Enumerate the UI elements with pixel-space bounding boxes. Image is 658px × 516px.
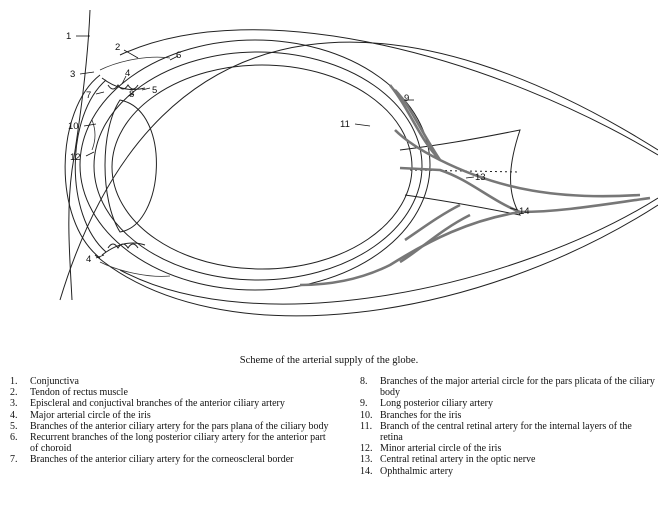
legend-text: Central retinal artery in the optic nerv… xyxy=(380,454,655,465)
legend-text: Conjunctiva xyxy=(30,376,335,387)
sclera-inner xyxy=(94,52,422,280)
legend-item: 14.Ophthalmic artery xyxy=(360,466,655,477)
callout-13: 13 xyxy=(475,172,486,183)
legend-item: 3.Episcleral and conjuctival branches of… xyxy=(10,398,335,409)
ophthalmic-artery xyxy=(520,198,650,212)
callout-14: 14 xyxy=(519,206,530,217)
callout-5: 5 xyxy=(152,85,157,96)
legend-item: 7.Branches of the anterior ciliary arter… xyxy=(10,454,335,465)
legend-number: 3. xyxy=(10,398,30,409)
legend-text: Recurrent branches of the long posterior… xyxy=(30,432,335,454)
callout-11: 11 xyxy=(340,119,350,130)
legend-item: 4.Major arterial circle of the iris xyxy=(10,410,335,421)
legend-text: Branch of the central retinal artery for… xyxy=(380,421,655,443)
leader-7 xyxy=(96,92,104,94)
legend-item: 2.Tendon of rectus muscle xyxy=(10,387,335,398)
eye-globe-illustration: 1 2 3 4 5 6 7 8 9 10 11 12 13 14 4 xyxy=(0,0,658,345)
legend-left-column: 1.Conjunctiva 2.Tendon of rectus muscle … xyxy=(10,376,335,466)
eye-arterial-diagram: 1 2 3 4 5 6 7 8 9 10 11 12 13 14 4 xyxy=(0,0,658,345)
legend-item: 8.Branches of the major arterial circle … xyxy=(360,376,655,398)
callout-7: 7 xyxy=(86,90,91,101)
legend-text: Long posterior ciliary artery xyxy=(380,398,655,409)
leader-13 xyxy=(466,177,474,178)
callout-9: 9 xyxy=(404,93,409,104)
leader-3 xyxy=(80,72,94,74)
leader-2 xyxy=(124,50,138,58)
legend-text: Branches of the anterior ciliary artery … xyxy=(30,421,335,432)
leader-11 xyxy=(355,124,370,126)
legend-text: Tendon of rectus muscle xyxy=(30,387,335,398)
callout-10: 10 xyxy=(68,121,79,132)
callout-4a: 4 xyxy=(125,68,130,79)
legend-number: 14. xyxy=(360,466,380,477)
legend-text: Branches for the iris xyxy=(380,410,655,421)
legend-number: 4. xyxy=(10,410,30,421)
orbit-inner-upper xyxy=(120,30,658,155)
orbit-inner-lower xyxy=(120,198,658,304)
legend-item: 9.Long posterior ciliary artery xyxy=(360,398,655,409)
callout-4b: 4 xyxy=(86,254,91,265)
legend-number: 12. xyxy=(360,443,380,454)
legend-item: 11.Branch of the central retinal artery … xyxy=(360,421,655,443)
legend-number: 1. xyxy=(10,376,30,387)
legend-text: Episcleral and conjuctival branches of t… xyxy=(30,398,335,409)
retinal-branch-lower xyxy=(400,205,470,262)
legend-text: Branches of the anterior ciliary artery … xyxy=(30,454,335,465)
legend-number: 6. xyxy=(10,432,30,454)
lens xyxy=(105,100,156,232)
legend-number: 8. xyxy=(360,376,380,398)
callout-1: 1 xyxy=(66,31,71,42)
legend-number: 10. xyxy=(360,410,380,421)
callout-2: 2 xyxy=(115,42,120,53)
legend-text: Branches of the major arterial circle fo… xyxy=(380,376,655,398)
callout-6: 6 xyxy=(176,50,181,61)
ciliary-body-lower xyxy=(102,243,145,255)
legend-text: Ophthalmic artery xyxy=(380,466,655,477)
legend-text: Major arterial circle of the iris xyxy=(30,410,335,421)
callout-12: 12 xyxy=(70,152,81,163)
legend-text: Minor arterial circle of the iris xyxy=(380,443,655,454)
callout-8: 8 xyxy=(129,89,134,100)
legend-item: 12.Minor arterial circle of the iris xyxy=(360,443,655,454)
legend-item: 10.Branches for the iris xyxy=(360,410,655,421)
legend-number: 11. xyxy=(360,421,380,443)
legend-right-column: 8.Branches of the major arterial circle … xyxy=(360,376,655,477)
legend-number: 5. xyxy=(10,421,30,432)
legend-number: 7. xyxy=(10,454,30,465)
figure-caption: Scheme of the arterial supply of the glo… xyxy=(0,355,658,366)
orbit-lower-outline xyxy=(95,205,658,316)
sclera-outer xyxy=(80,40,430,290)
legend-item: 5.Branches of the anterior ciliary arter… xyxy=(10,421,335,432)
legend-item: 6.Recurrent branches of the long posteri… xyxy=(10,432,335,454)
leader-12 xyxy=(86,152,94,156)
legend-number: 9. xyxy=(360,398,380,409)
legend-item: 1.Conjunctiva xyxy=(10,376,335,387)
callout-3: 3 xyxy=(70,69,75,80)
legend-number: 2. xyxy=(10,387,30,398)
cornea xyxy=(65,75,100,258)
legend-item: 13.Central retinal artery in the optic n… xyxy=(360,454,655,465)
legend-number: 13. xyxy=(360,454,380,465)
